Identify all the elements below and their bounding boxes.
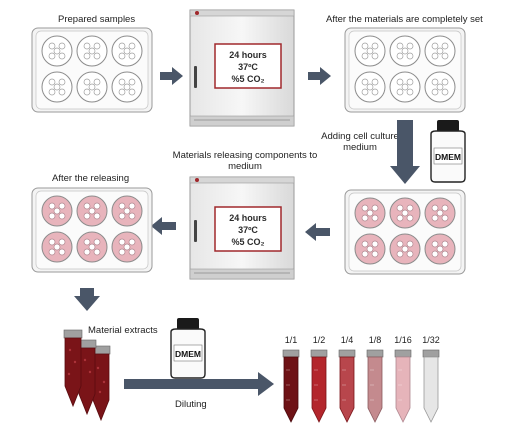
label-adding-medium-line1: Adding cell culture — [321, 131, 399, 142]
dilution-tube-4: 1/8 — [366, 335, 384, 423]
label-after-set: After the materials are completely set — [326, 14, 483, 25]
plate-prepared — [31, 27, 153, 113]
plate-after-releasing — [31, 187, 153, 273]
dmem-label-2: DMEM — [175, 349, 201, 359]
dilution-tubes: 1/1 1/2 1/4 1/8 1/16 — [282, 335, 440, 423]
label-adding-medium-line2: medium — [343, 142, 377, 153]
plate-medium — [344, 189, 466, 275]
dilution-label-4: 1/8 — [369, 335, 382, 345]
dilution-label-2: 1/2 — [313, 335, 326, 345]
label-adding-medium: Adding cell culture medium — [320, 131, 400, 153]
incubator-2-temp: 37ºC — [238, 225, 258, 235]
dilution-label-3: 1/4 — [341, 335, 354, 345]
dilution-label-6: 1/32 — [422, 335, 440, 345]
arrow-left-2 — [151, 217, 176, 235]
incubator-1-co2: %5 CO₂ — [231, 74, 264, 84]
label-material-extracts: Material extracts — [88, 325, 158, 336]
arrow-left-1 — [305, 223, 330, 241]
label-releasing-line1: Materials releasing components to — [172, 150, 318, 161]
dilution-label-5: 1/16 — [394, 335, 412, 345]
dilution-tube-5: 1/16 — [394, 335, 412, 423]
incubator-2: 24 hours 37ºC %5 CO₂ — [189, 176, 295, 280]
dilution-tube-6: 1/32 — [422, 335, 440, 423]
extract-tubes — [63, 329, 111, 422]
dilution-tube-2: 1/2 — [310, 335, 328, 423]
label-diluting: Diluting — [175, 399, 207, 410]
plate-after-set — [344, 27, 466, 113]
incubator-1-time: 24 hours — [229, 50, 267, 60]
arrow-down-1 — [390, 120, 420, 184]
dmem-bottle-1: DMEM — [430, 120, 466, 183]
arrow-diluting — [124, 372, 274, 396]
label-prepared-samples: Prepared samples — [58, 14, 136, 25]
dilution-tube-3: 1/4 — [338, 335, 356, 423]
incubator-1: 24 hours 37ºC %5 CO₂ — [189, 9, 295, 127]
arrow-right-2 — [308, 67, 331, 85]
arrow-down-2 — [74, 288, 100, 311]
dmem-bottle-2: DMEM — [170, 318, 206, 379]
arrow-right-1 — [160, 67, 183, 85]
dmem-label-1: DMEM — [435, 152, 461, 162]
incubator-2-time: 24 hours — [229, 213, 267, 223]
label-releasing: Materials releasing components to medium — [160, 150, 330, 172]
extract-tube-front — [63, 329, 83, 408]
dilution-tube-1: 1/1 — [282, 335, 300, 423]
dilution-label-1: 1/1 — [285, 335, 298, 345]
incubator-1-temp: 37ºC — [238, 62, 258, 72]
label-after-releasing: After the releasing — [52, 173, 130, 184]
label-releasing-line2: medium — [228, 161, 262, 172]
incubator-2-co2: %5 CO₂ — [231, 237, 264, 247]
